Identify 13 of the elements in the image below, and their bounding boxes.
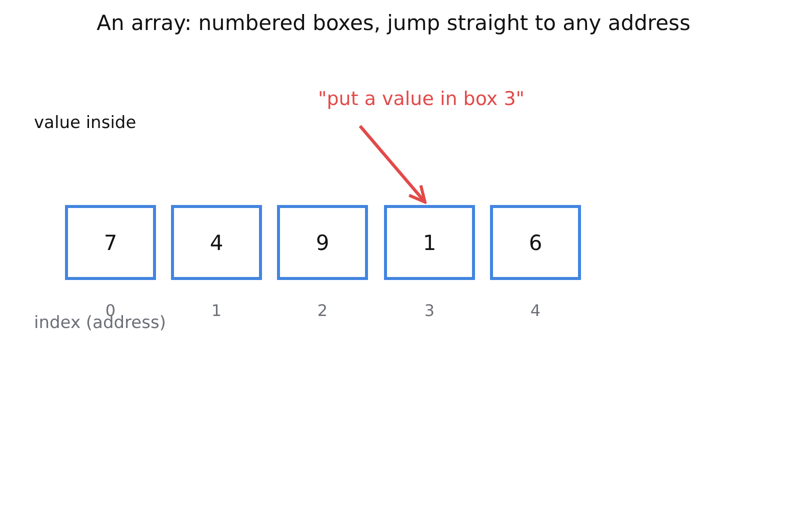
arrow — [358, 124, 426, 204]
cell-value: 4 — [210, 230, 224, 254]
index-number: 4 — [529, 301, 542, 320]
index-number: 3 — [423, 301, 436, 320]
title: An array: numbered boxes, jump straight to any address — [96, 11, 692, 35]
annotation-text: "put a value in box 3" — [318, 88, 525, 110]
cell-value: 1 — [422, 230, 436, 254]
index-number: 2 — [316, 301, 329, 320]
cell-value: 9 — [316, 230, 330, 254]
axis-label: value inside — [34, 113, 136, 133]
cell-value: 6 — [528, 230, 542, 254]
cell-value: 7 — [104, 230, 118, 254]
index-number: 1 — [210, 301, 223, 320]
